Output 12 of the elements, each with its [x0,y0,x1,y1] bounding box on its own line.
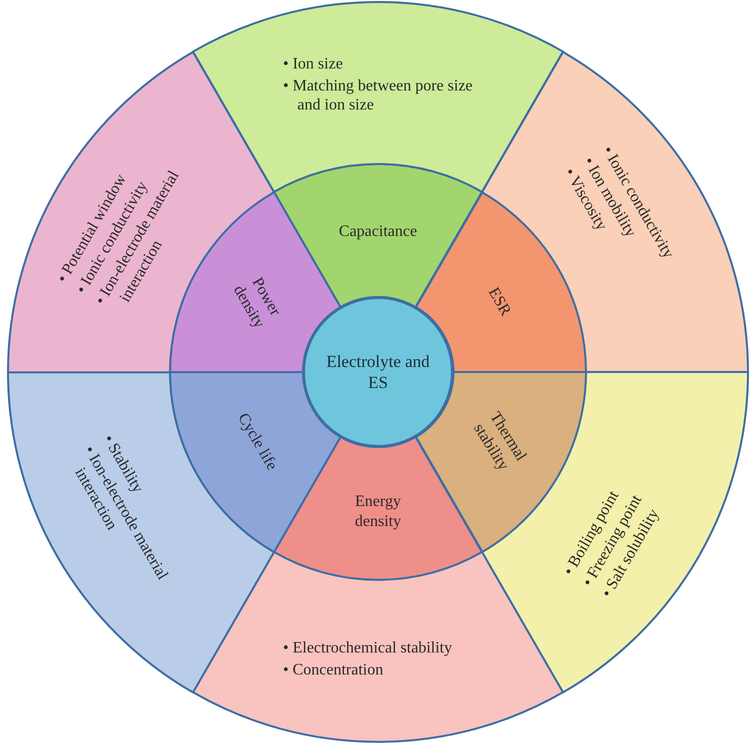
center-label: Electrolyte and ES [325,350,431,394]
ring-sector [193,2,563,192]
bullet-text: • Electrochemical stability [283,638,454,658]
bullet-text: • Concentration [283,660,384,680]
bullet-text: • Matching between pore size and ion size [283,76,473,116]
ring-sector [482,52,748,372]
sector-label: Energy density [354,492,402,532]
ring-sector [8,372,274,692]
ring-sector [170,372,340,552]
bullet-text: • Ion size [283,54,344,74]
ring-sector [193,552,563,742]
sector-label: Capacitance [338,222,418,242]
